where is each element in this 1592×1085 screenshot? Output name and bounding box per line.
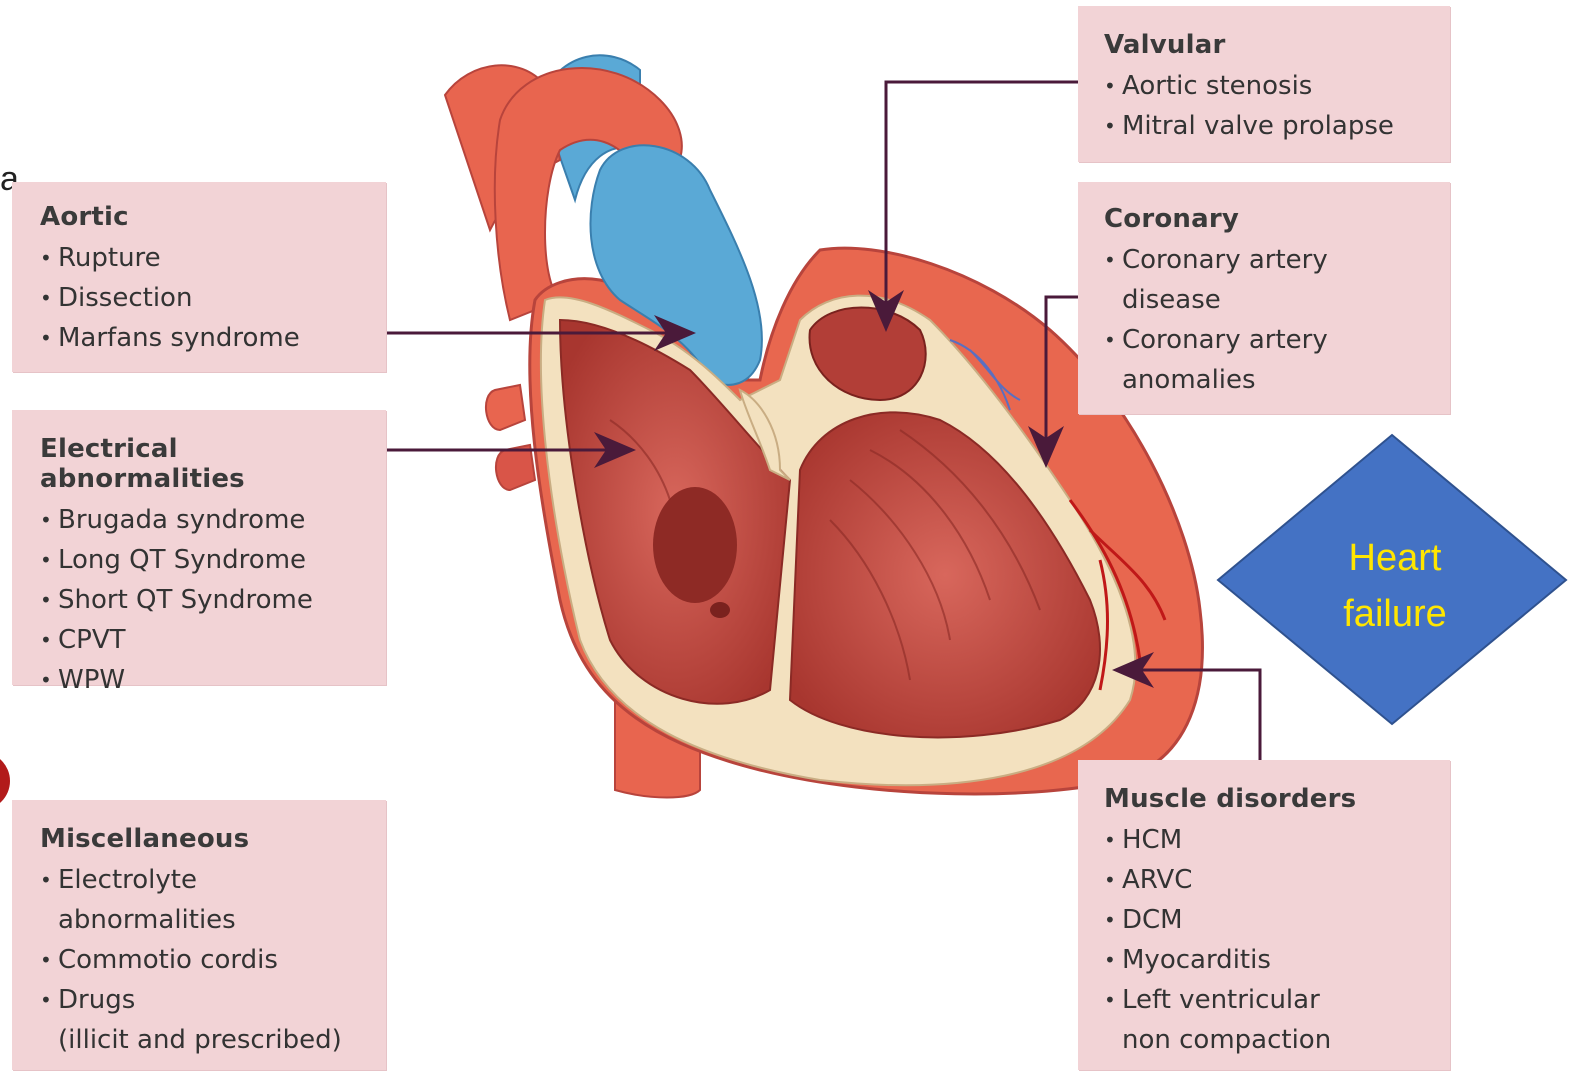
list-item: Electrolyte abnormalities: [40, 860, 358, 940]
list-item: ARVC: [1104, 860, 1424, 900]
list-item-line: Commotio cordis: [58, 940, 358, 980]
valvular-box: Valvular Aortic stenosis Mitral valve pr…: [1078, 6, 1450, 162]
electrical-title: Electrical abnormalities: [40, 434, 358, 494]
small-opening: [710, 602, 730, 618]
miscellaneous-box: Miscellaneous Electrolyte abnormalities …: [12, 800, 386, 1070]
vessel-stub-left-lower: [496, 445, 535, 490]
list-item-line: Drugs: [58, 980, 358, 1020]
list-item: Dissection: [40, 278, 358, 318]
list-item-line: disease: [1122, 280, 1424, 320]
list-item: Marfans syndrome: [40, 318, 358, 358]
miscellaneous-title: Miscellaneous: [40, 824, 358, 854]
list-item: Drugs (illicit and prescribed): [40, 980, 358, 1060]
heart-failure-line1: Heart: [1300, 530, 1490, 586]
list-item: HCM: [1104, 820, 1424, 860]
valvular-title: Valvular: [1104, 30, 1424, 60]
valve-opening: [653, 487, 737, 603]
list-item: Left ventricular non compaction: [1104, 980, 1424, 1060]
list-item: Aortic stenosis: [1104, 66, 1424, 106]
list-item: Brugada syndrome: [40, 500, 358, 540]
muscle-title: Muscle disorders: [1104, 784, 1424, 814]
muscle-disorders-box: Muscle disorders HCM ARVC DCM Myocarditi…: [1078, 760, 1450, 1070]
list-item: WPW: [40, 660, 358, 700]
list-item-line: anomalies: [1122, 360, 1424, 400]
list-item: Coronary artery anomalies: [1104, 320, 1424, 400]
list-item-line: Left ventricular: [1122, 980, 1424, 1020]
list-item: Coronary artery disease: [1104, 240, 1424, 320]
aortic-list: Rupture Dissection Marfans syndrome: [40, 238, 358, 358]
valvular-list: Aortic stenosis Mitral valve prolapse: [1104, 66, 1424, 146]
list-item: Myocarditis: [1104, 940, 1424, 980]
electrical-box: Electrical abnormalities Brugada syndrom…: [12, 410, 386, 685]
list-item-line: Coronary artery: [1122, 320, 1424, 360]
list-item-line: Electrolyte: [58, 860, 358, 900]
coronary-box: Coronary Coronary artery disease Coronar…: [1078, 182, 1450, 414]
aortic-box: Aortic Rupture Dissection Marfans syndro…: [12, 182, 386, 372]
list-item-line: Coronary artery: [1122, 240, 1424, 280]
coronary-list: Coronary artery disease Coronary artery …: [1104, 240, 1424, 400]
heart-failure-label: Heart failure: [1300, 530, 1490, 642]
heart-failure-line2: failure: [1300, 586, 1490, 642]
list-item: DCM: [1104, 900, 1424, 940]
heart-illustration: [445, 55, 1202, 797]
muscle-list: HCM ARVC DCM Myocarditis Left ventricula…: [1104, 820, 1424, 1060]
list-item: Rupture: [40, 238, 358, 278]
list-item: Mitral valve prolapse: [1104, 106, 1424, 146]
vessel-stub-left: [486, 385, 525, 430]
aortic-title: Aortic: [40, 202, 358, 232]
list-item: Short QT Syndrome: [40, 580, 358, 620]
list-item-line: (illicit and prescribed): [58, 1020, 358, 1060]
miscellaneous-list: Electrolyte abnormalities Commotio cordi…: [40, 860, 358, 1060]
coronary-title: Coronary: [1104, 204, 1424, 234]
list-item: CPVT: [40, 620, 358, 660]
electrical-list: Brugada syndrome Long QT Syndrome Short …: [40, 500, 358, 700]
list-item-line: non compaction: [1122, 1020, 1424, 1060]
list-item: Commotio cordis: [40, 940, 358, 980]
list-item: Long QT Syndrome: [40, 540, 358, 580]
list-item-line: abnormalities: [58, 900, 358, 940]
